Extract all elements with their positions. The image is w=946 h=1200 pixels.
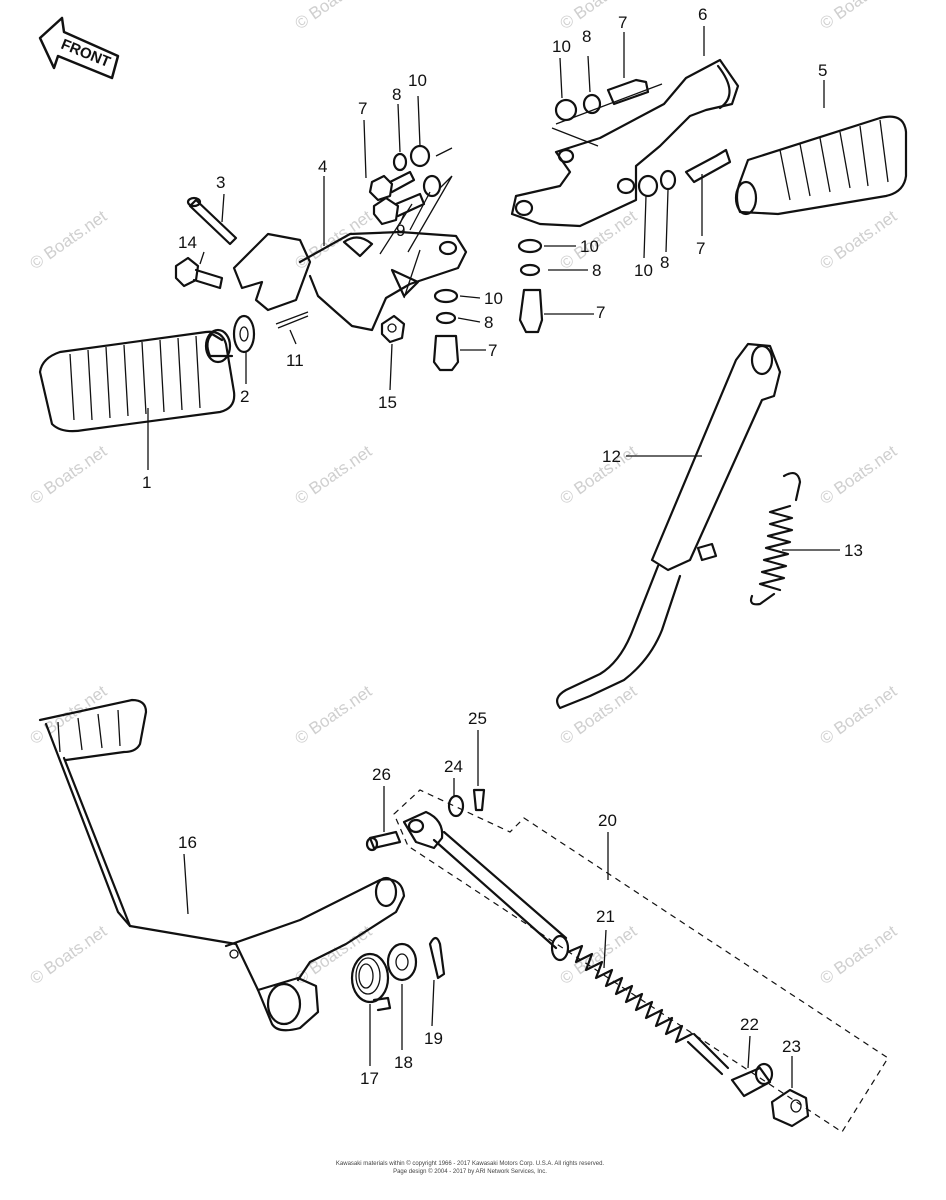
callout-10-b: 10 xyxy=(552,37,571,56)
washer-8-top xyxy=(582,93,602,115)
guide-lines xyxy=(379,147,453,255)
bolt-14 xyxy=(174,256,224,290)
watermark: © Boats.net xyxy=(816,681,900,748)
callout-17: 17 xyxy=(360,1069,379,1088)
leader-lines xyxy=(147,26,840,1088)
callout-20: 20 xyxy=(598,811,617,830)
callout-1: 1 xyxy=(142,473,151,492)
callout-8-c: 8 xyxy=(484,313,493,332)
bolt-7-top xyxy=(606,78,650,106)
callout-23: 23 xyxy=(782,1037,801,1056)
callout-16: 16 xyxy=(178,833,197,852)
callout-7-c: 7 xyxy=(596,303,605,322)
callout-7-e: 7 xyxy=(696,239,705,258)
return-spring-17 xyxy=(350,952,392,1012)
brake-pedal-16 xyxy=(38,698,406,1032)
washer-8-mid xyxy=(435,311,457,325)
washer-8-lower xyxy=(519,263,541,277)
side-stand-12 xyxy=(556,342,782,710)
callout-10-d: 10 xyxy=(580,237,599,256)
watermark: © Boats.net xyxy=(816,206,900,273)
bolt-7-right xyxy=(684,148,732,184)
watermark: © Boats.net xyxy=(556,441,640,508)
pin-26 xyxy=(365,830,402,852)
watermark: © Boats.net xyxy=(816,921,900,988)
spring-13 xyxy=(749,472,802,606)
callout-24: 24 xyxy=(444,757,463,776)
callout-15: 15 xyxy=(378,393,397,412)
washer-2 xyxy=(232,314,256,354)
bolt-7-lower xyxy=(518,288,544,334)
bracket-left xyxy=(232,191,468,332)
bolt-7-mid xyxy=(432,334,460,372)
callout-18: 18 xyxy=(394,1053,413,1072)
callout-8-d: 8 xyxy=(660,253,669,272)
washer-24 xyxy=(447,794,465,818)
callout-10-a: 10 xyxy=(408,71,427,90)
callout-19: 19 xyxy=(424,1029,443,1048)
callout-12: 12 xyxy=(602,447,621,466)
watermark: © Boats.net xyxy=(556,921,640,988)
callout-5: 5 xyxy=(818,61,827,80)
bolt-7-left xyxy=(368,170,416,202)
pin-3 xyxy=(186,196,238,246)
copyright-line-2: Page design © 2004 - 2017 by ARI Network… xyxy=(393,1168,547,1175)
callout-14: 14 xyxy=(178,233,197,252)
watermark: © Boats.net xyxy=(291,206,375,273)
pin-25 xyxy=(472,788,486,812)
callout-8-e-label: 8 xyxy=(592,261,601,280)
watermark-layer: © Boats.net © Boats.net © Boats.net © Bo… xyxy=(26,0,900,988)
front-arrow-icon: FRONT xyxy=(38,16,120,80)
bracket-right xyxy=(510,58,740,228)
sleeve-22 xyxy=(730,1062,774,1098)
callout-7-b: 7 xyxy=(618,13,627,32)
callout-labels: 1 2 3 4 5 6 7 7 7 7 7 8 8 8 8 9 10 10 10… xyxy=(142,5,863,1088)
washer-18 xyxy=(386,942,418,982)
watermark: © Boats.net xyxy=(291,441,375,508)
brake-rod-20 xyxy=(393,789,889,1133)
callout-7-d: 7 xyxy=(488,341,497,360)
bolt-9 xyxy=(372,174,442,226)
washer-8-left xyxy=(392,152,408,172)
copyright-line-1: Kawasaki materials within © copyright 19… xyxy=(336,1160,605,1167)
cotter-pin-11 xyxy=(275,311,309,329)
watermark: © Boats.net xyxy=(26,441,110,508)
callout-10-c: 10 xyxy=(484,289,503,308)
callout-2: 2 xyxy=(240,387,249,406)
cotter-pin-19 xyxy=(428,936,446,980)
callout-13: 13 xyxy=(844,541,863,560)
callout-6: 6 xyxy=(698,5,707,24)
callout-21: 21 xyxy=(596,907,615,926)
washer-10-mid xyxy=(433,288,459,304)
spring-21 xyxy=(566,944,730,1076)
callout-4: 4 xyxy=(318,157,327,176)
footpeg-left xyxy=(38,328,236,433)
watermark: © Boats.net xyxy=(291,681,375,748)
callout-22: 22 xyxy=(740,1015,759,1034)
callout-8-b: 8 xyxy=(582,27,591,46)
washer-10-top xyxy=(554,98,578,122)
watermark: © Boats.net xyxy=(816,0,900,33)
callout-7-a: 7 xyxy=(358,99,367,118)
watermark: © Boats.net xyxy=(26,921,110,988)
footpeg-right xyxy=(734,115,908,216)
washer-10-right xyxy=(637,174,659,198)
callout-10-e: 10 xyxy=(634,261,653,280)
callout-11: 11 xyxy=(286,351,304,370)
nut-23 xyxy=(770,1088,810,1128)
watermark: © Boats.net xyxy=(26,206,110,273)
watermark: © Boats.net xyxy=(291,0,375,33)
nut-15 xyxy=(380,314,406,344)
callout-3: 3 xyxy=(216,173,225,192)
washer-10-lower xyxy=(517,238,543,254)
washer-8-right xyxy=(659,169,677,191)
callout-25: 25 xyxy=(468,709,487,728)
callout-26: 26 xyxy=(372,765,391,784)
washer-10-left xyxy=(409,144,431,168)
callout-8-a: 8 xyxy=(392,85,401,104)
callout-9: 9 xyxy=(396,221,405,240)
watermark: © Boats.net xyxy=(816,441,900,508)
watermark: © Boats.net xyxy=(556,0,640,33)
